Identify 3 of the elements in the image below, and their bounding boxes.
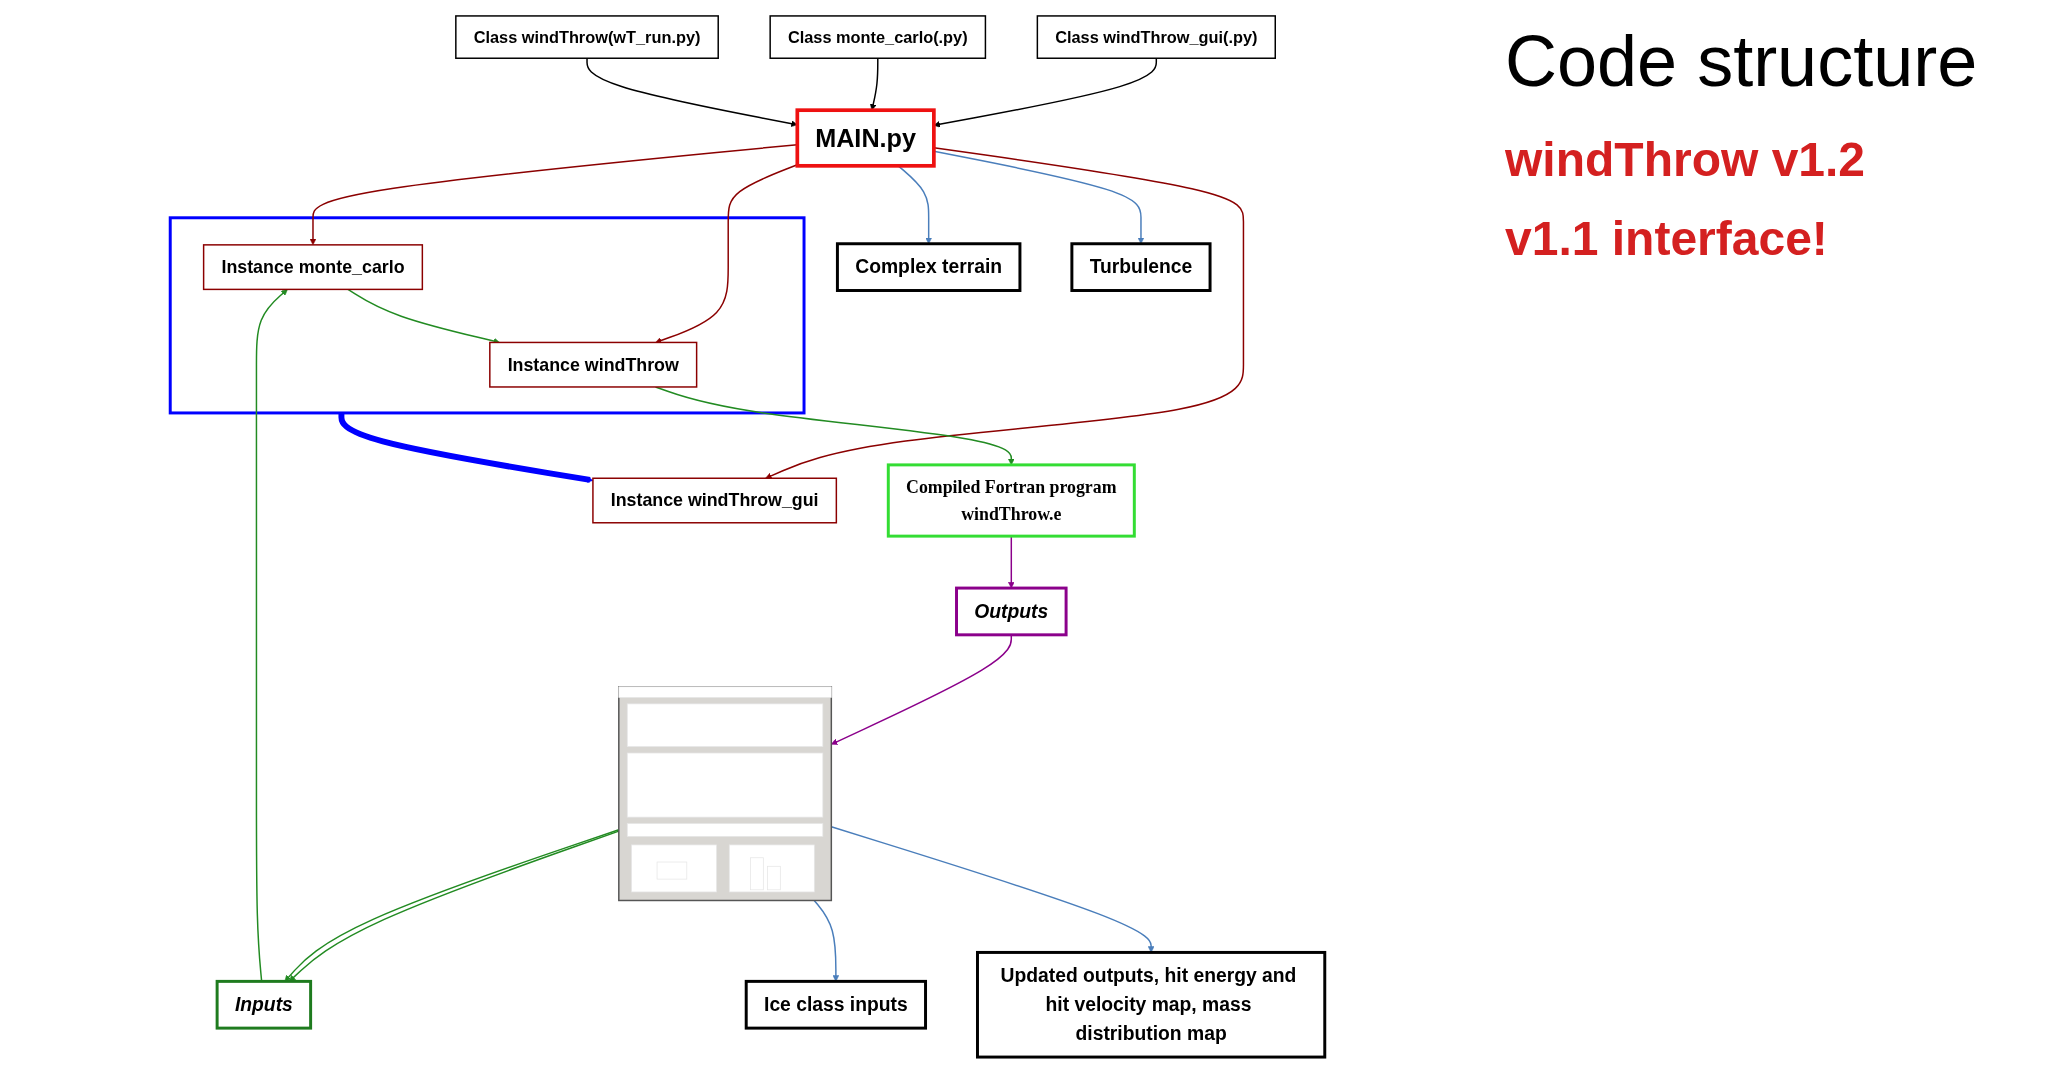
note-text: v1.1 interface! (1505, 211, 1828, 266)
diagram-title: Code structure (1505, 20, 1978, 102)
note-text: windThrow v1.2 (1505, 132, 1866, 187)
